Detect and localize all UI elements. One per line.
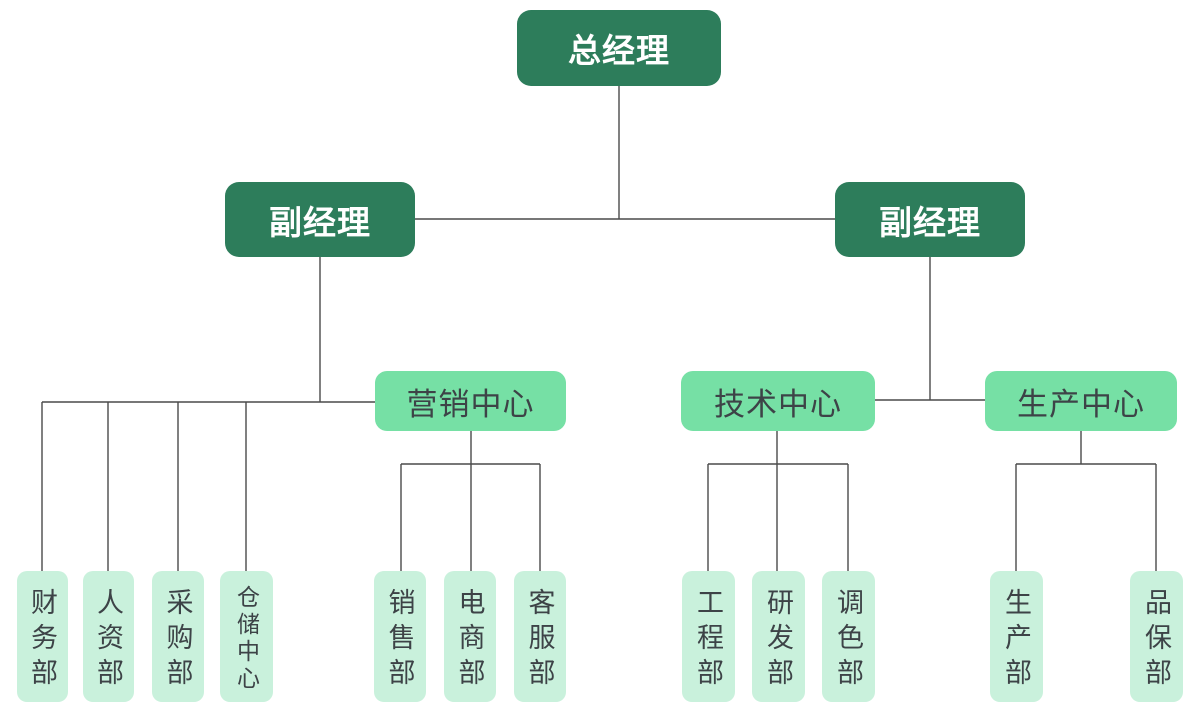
node-sales-dept[interactable]: 销售部 bbox=[374, 571, 426, 702]
node-production-center[interactable]: 生产中心 bbox=[985, 371, 1177, 431]
node-purchasing-dept[interactable]: 采购部 bbox=[152, 571, 204, 702]
node-engineering-dept[interactable]: 工程部 bbox=[682, 571, 735, 702]
node-quality-assurance-dept[interactable]: 品保部 bbox=[1130, 571, 1183, 702]
node-deputy-manager-left[interactable]: 副经理 bbox=[225, 182, 415, 257]
node-rd-dept[interactable]: 研发部 bbox=[752, 571, 805, 702]
node-customer-service-dept[interactable]: 客服部 bbox=[514, 571, 566, 702]
node-ecommerce-dept[interactable]: 电商部 bbox=[444, 571, 496, 702]
node-production-dept[interactable]: 生产部 bbox=[990, 571, 1043, 702]
node-general-manager[interactable]: 总经理 bbox=[517, 10, 721, 86]
node-marketing-center[interactable]: 营销中心 bbox=[375, 371, 566, 431]
node-deputy-manager-right[interactable]: 副经理 bbox=[835, 182, 1025, 257]
node-warehouse-center[interactable]: 仓储中心 bbox=[220, 571, 273, 702]
node-technology-center[interactable]: 技术中心 bbox=[681, 371, 875, 431]
node-hr-dept[interactable]: 人资部 bbox=[83, 571, 134, 702]
node-color-matching-dept[interactable]: 调色部 bbox=[822, 571, 875, 702]
node-finance-dept[interactable]: 财务部 bbox=[17, 571, 68, 702]
